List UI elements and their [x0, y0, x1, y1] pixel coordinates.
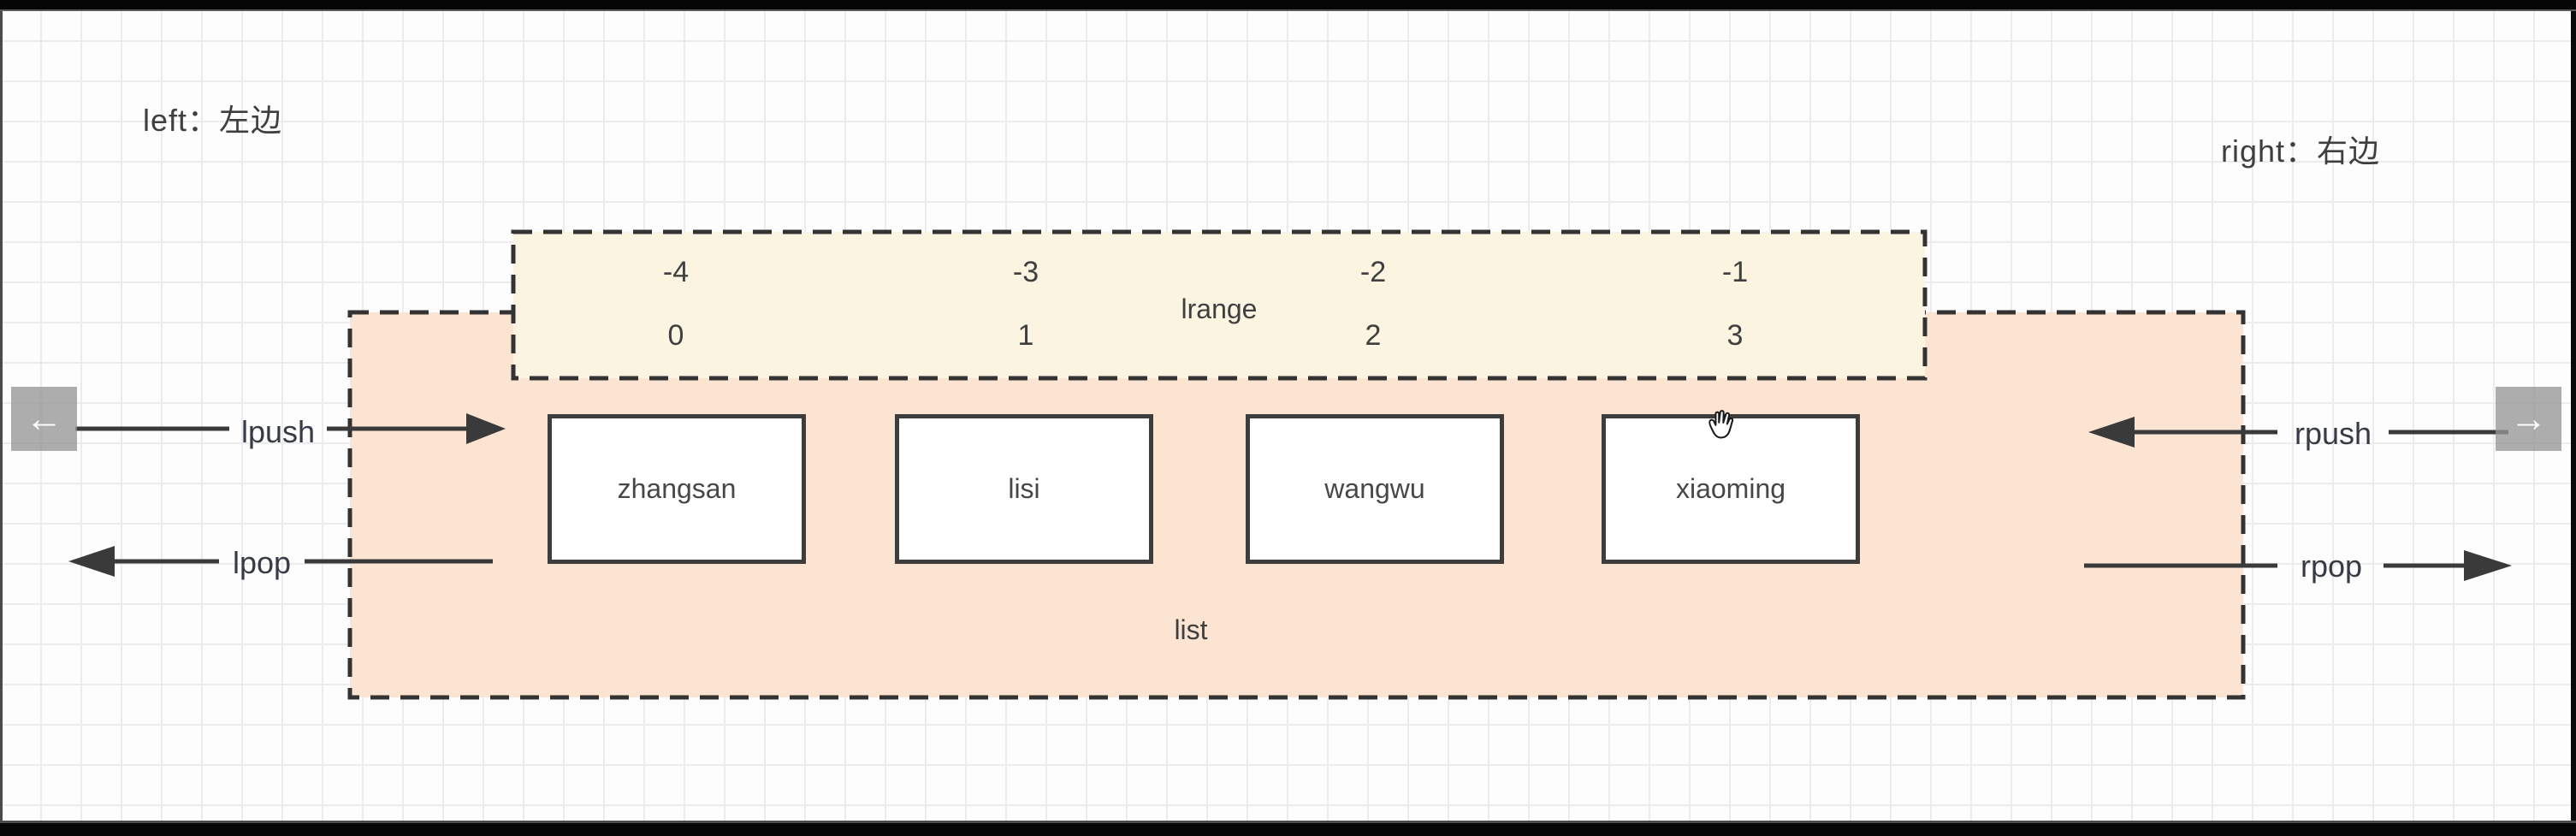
lrange-neg-index-2: -2 — [1359, 256, 1387, 288]
lrange-label: lrange — [1181, 293, 1258, 324]
lpop-arrow — [68, 546, 493, 577]
list-item-label: wangwu — [1324, 473, 1425, 504]
lrange-pos-index-1: 1 — [1017, 319, 1034, 352]
lrange-pos-index-0: 0 — [667, 319, 684, 352]
left-screen-edge — [0, 0, 3, 836]
bottom-letterbox-bar — [0, 821, 2576, 836]
forward-button[interactable]: → — [2496, 387, 2561, 451]
top-letterbox-bar — [0, 0, 2576, 11]
list-item-box-wangwu: wangwu — [1246, 414, 1504, 564]
right-screen-edge — [2571, 0, 2576, 836]
hand-cursor-icon — [1704, 408, 1737, 445]
list-item-label: lisi — [1008, 473, 1040, 504]
lpush-label: lpush — [240, 414, 316, 449]
lpush-arrow — [75, 413, 506, 444]
lrange-pos-index-3: 3 — [1726, 319, 1744, 352]
list-item-box-lisi: lisi — [895, 414, 1153, 564]
rpush-label: rpush — [2294, 416, 2372, 451]
list-item-label: zhangsan — [617, 473, 737, 504]
rpush-arrow — [2088, 417, 2508, 448]
left-annotation: left：左边 — [143, 103, 283, 138]
list-label: list — [1174, 614, 1208, 645]
lpop-label: lpop — [232, 545, 292, 580]
list-item-label: xiaoming — [1675, 473, 1786, 504]
lrange-box-outline — [511, 229, 1928, 381]
left-arrow-icon: ← — [25, 397, 63, 440]
lrange-pos-index-2: 2 — [1365, 319, 1382, 352]
rpop-arrow — [2084, 550, 2512, 581]
right-annotation: right：右边 — [2221, 133, 2381, 169]
lrange-neg-index-0: -4 — [662, 256, 690, 288]
list-item-box-xiaoming: xiaoming — [1602, 414, 1860, 564]
rpop-label: rpop — [2300, 548, 2363, 584]
list-item-box-zhangsan: zhangsan — [548, 414, 806, 564]
lrange-neg-index-3: -1 — [1721, 256, 1749, 288]
right-arrow-icon: → — [2509, 397, 2548, 440]
back-button[interactable]: ← — [11, 387, 77, 451]
lrange-neg-index-1: -3 — [1012, 256, 1039, 288]
